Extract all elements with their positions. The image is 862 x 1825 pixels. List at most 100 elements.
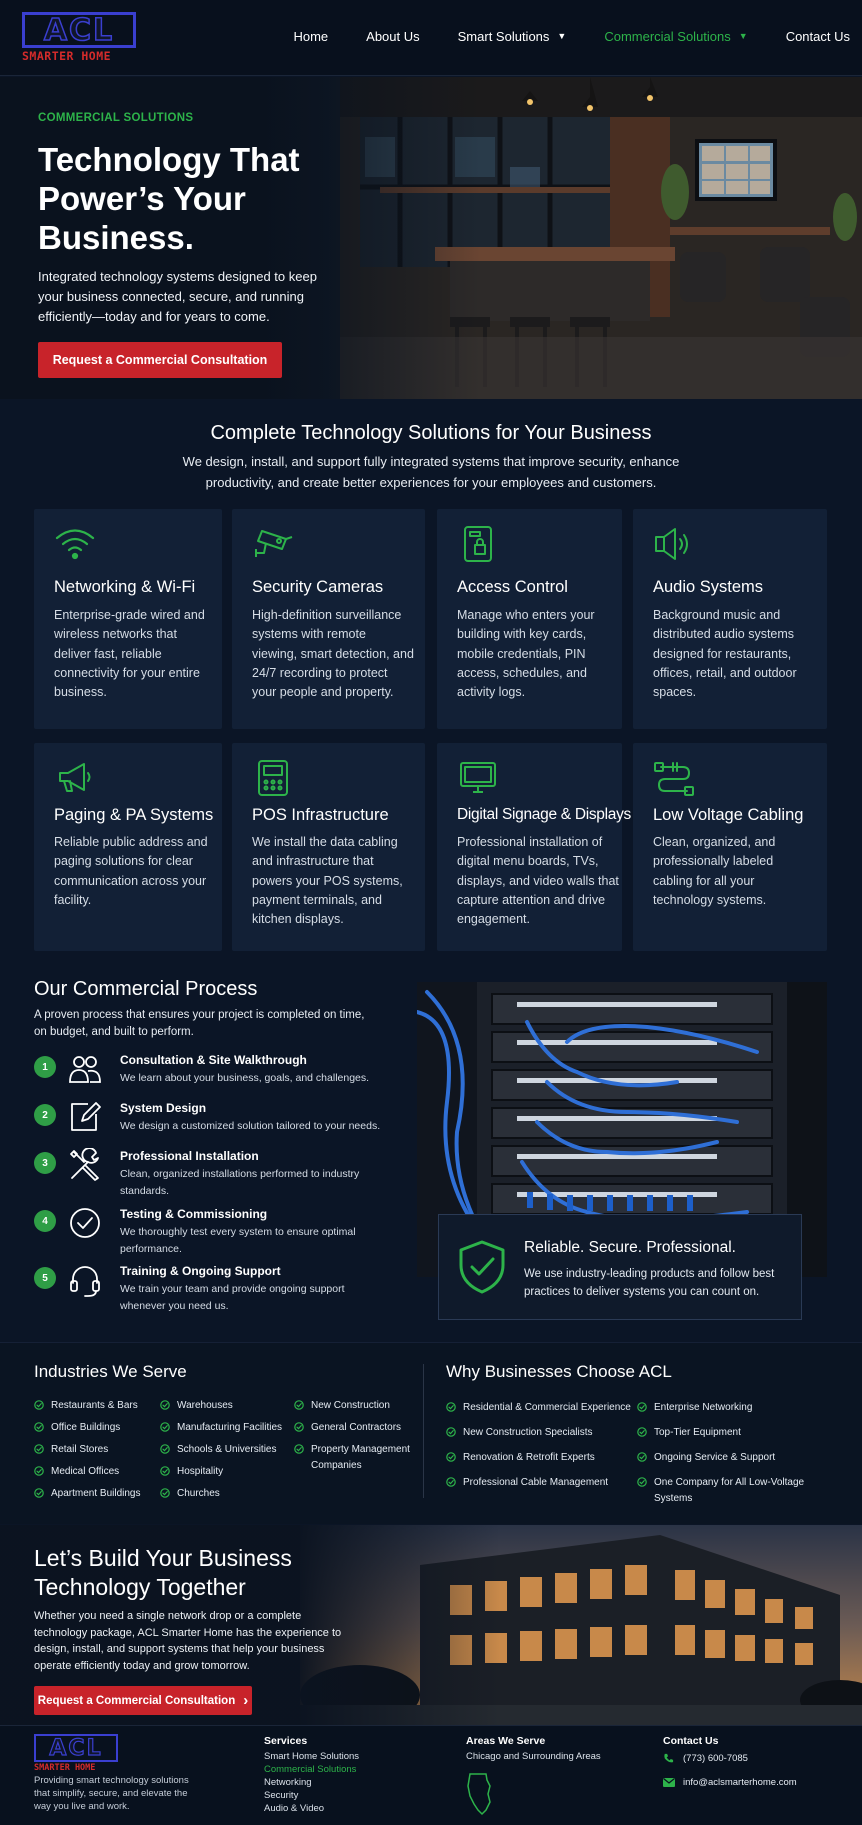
- check-item-label: Property Management Companies: [311, 1444, 410, 1471]
- card-text: Enterprise-grade wired and wireless netw…: [54, 608, 205, 700]
- tools-icon: [70, 1148, 99, 1181]
- check-circle-icon: [160, 1444, 170, 1454]
- nav-about-us[interactable]: About Us: [366, 29, 419, 44]
- footer-link-audio-video[interactable]: Audio & Video: [264, 1803, 325, 1814]
- check-item-label: Retail Stores: [51, 1444, 109, 1455]
- solution-card-pos[interactable]: POS Infrastructure We install the data c…: [232, 743, 425, 951]
- industry-item: General Contractors: [294, 1420, 419, 1436]
- speaker-icon: [655, 528, 688, 560]
- industry-item: Manufacturing Facilities: [160, 1420, 285, 1436]
- nav-smart-label: Smart Solutions: [457, 28, 550, 44]
- footer-phone[interactable]: (773) 600-7085: [663, 1753, 748, 1764]
- industry-item: Medical Offices: [34, 1464, 154, 1480]
- check-circle-icon: [160, 1400, 170, 1410]
- check-circle-icon: [34, 1422, 44, 1432]
- footer-logo[interactable]: ACL SMARTER HOME: [34, 1734, 120, 1773]
- footer-services-heading: Services: [264, 1735, 308, 1747]
- step-title: Testing & Commissioning: [120, 1207, 268, 1221]
- logo-subtitle: SMARTER HOME: [22, 49, 112, 63]
- hero-title: Technology That Power’s Your Business.: [38, 141, 300, 256]
- why-item: Ongoing Service & Support: [637, 1450, 837, 1466]
- solution-card-access-control[interactable]: Access Control Manage who enters your bu…: [437, 509, 622, 729]
- top-navigation: ACL SMARTER HOME Home About Us Smart Sol…: [0, 0, 862, 76]
- card-text: High-definition surveillance systems wit…: [252, 608, 414, 700]
- why-item: Renovation & Retrofit Experts: [446, 1450, 636, 1466]
- step-text: We learn about your business, goals, and…: [120, 1072, 370, 1084]
- industry-item: Property Management Companies: [294, 1442, 419, 1474]
- step-number: 1: [34, 1056, 56, 1078]
- check-circle-icon: [446, 1427, 456, 1437]
- card-title: POS Infrastructure: [252, 806, 389, 824]
- solution-card-signage[interactable]: Digital Signage & Displays Professional …: [437, 743, 631, 951]
- nav-about-label: About Us: [366, 28, 420, 44]
- footer: [0, 1725, 862, 1825]
- industry-item: Office Buildings: [34, 1420, 154, 1436]
- solutions-title: Complete Technology Solutions for Your B…: [210, 422, 652, 444]
- solution-card-cabling[interactable]: Low Voltage Cabling Clean, organized, an…: [633, 743, 827, 951]
- card-text: Reliable public address and paging solut…: [54, 835, 208, 907]
- footer-email-text: info@aclsmarterhome.com: [683, 1777, 797, 1788]
- check-item-label: Professional Cable Management: [463, 1477, 609, 1488]
- check-item-label: Hospitality: [177, 1466, 224, 1477]
- footer-link-smart-home[interactable]: Smart Home Solutions: [264, 1751, 360, 1762]
- industries-title: Industries We Serve: [34, 1362, 187, 1381]
- step-text: Clean, organized installations performed…: [120, 1168, 360, 1197]
- check-circle-icon: [294, 1444, 304, 1454]
- step-title: Professional Installation: [120, 1149, 259, 1163]
- check-circle-icon: [294, 1400, 304, 1410]
- monitor-icon: [460, 762, 496, 793]
- nav-contact-us[interactable]: Contact Us: [786, 29, 850, 44]
- check-item-label: One Company for All Low-Voltage Systems: [654, 1477, 805, 1504]
- headset-icon: [70, 1266, 100, 1297]
- hero-consultation-button[interactable]: Request a Commercial Consultation: [38, 342, 282, 378]
- check-item-label: Schools & Universities: [177, 1444, 277, 1455]
- nav-home[interactable]: Home: [293, 29, 328, 44]
- check-circle-icon: [637, 1477, 647, 1487]
- pos-terminal-icon: [258, 760, 288, 796]
- check-circle-icon: [160, 1466, 170, 1476]
- cta-consultation-button[interactable]: Request a Commercial Consultation ›: [34, 1686, 252, 1715]
- solution-card-paging[interactable]: Paging & PA Systems Reliable public addr…: [34, 743, 222, 951]
- footer-link-commercial[interactable]: Commercial Solutions: [264, 1764, 357, 1775]
- industry-item: Retail Stores: [34, 1442, 154, 1458]
- nav-commercial-solutions[interactable]: Commercial Solutions▼: [604, 29, 747, 44]
- solution-card-networking[interactable]: Networking & Wi-Fi Enterprise-grade wire…: [34, 509, 222, 729]
- footer-tagline: Providing smart technology solutions tha…: [34, 1775, 189, 1812]
- hero-eyebrow: COMMERCIAL SOLUTIONS: [38, 112, 194, 124]
- process-subtitle: A proven process that ensures your proje…: [34, 1009, 365, 1038]
- nav-commercial-label: Commercial Solutions: [604, 28, 731, 44]
- process-title: Our Commercial Process: [34, 978, 258, 1000]
- check-item-label: New Construction Specialists: [463, 1427, 593, 1438]
- card-title: Paging & PA Systems: [54, 806, 214, 824]
- footer-link-networking[interactable]: Networking: [264, 1777, 312, 1788]
- access-control-icon: [464, 526, 492, 562]
- card-title: Digital Signage & Displays: [457, 806, 631, 823]
- step-title: System Design: [120, 1101, 207, 1115]
- industry-item: Restaurants & Bars: [34, 1398, 154, 1414]
- footer-email[interactable]: info@aclsmarterhome.com: [663, 1777, 797, 1788]
- nav-contact-label: Contact Us: [785, 28, 850, 44]
- solution-card-audio[interactable]: Audio Systems Background music and distr…: [633, 509, 827, 729]
- industries-section: [0, 1342, 862, 1524]
- section-divider: [423, 1364, 424, 1498]
- check-circle-icon: [294, 1422, 304, 1432]
- nav-smart-solutions[interactable]: Smart Solutions ▼: [458, 29, 567, 44]
- footer-link-security[interactable]: Security: [264, 1790, 299, 1801]
- industry-item: Warehouses: [160, 1398, 285, 1414]
- nav-links: Home About Us Smart Solutions ▼ Commercia…: [255, 0, 850, 72]
- check-item-label: Residential & Commercial Experience: [463, 1402, 631, 1413]
- chevron-down-icon: ▼: [557, 31, 567, 41]
- cta-text: Whether you need a single network drop o…: [34, 1610, 342, 1672]
- check-circle-icon: [160, 1422, 170, 1432]
- reliability-badge: Reliable. Secure. Professional. We use i…: [438, 1214, 802, 1320]
- footer-areas-heading: Areas We Serve: [466, 1735, 546, 1747]
- email-icon: [663, 1778, 675, 1787]
- step-number: 4: [34, 1210, 56, 1232]
- check-item-label: General Contractors: [311, 1422, 402, 1433]
- card-title: Access Control: [457, 578, 568, 596]
- site-logo[interactable]: ACL SMARTER HOME: [22, 12, 138, 64]
- why-item: Top-Tier Equipment: [637, 1425, 837, 1441]
- check-item-label: Medical Offices: [51, 1466, 120, 1477]
- footer-logo-subtitle: SMARTER HOME: [34, 1763, 96, 1773]
- solution-card-security-cameras[interactable]: Security Cameras High-definition surveil…: [232, 509, 425, 729]
